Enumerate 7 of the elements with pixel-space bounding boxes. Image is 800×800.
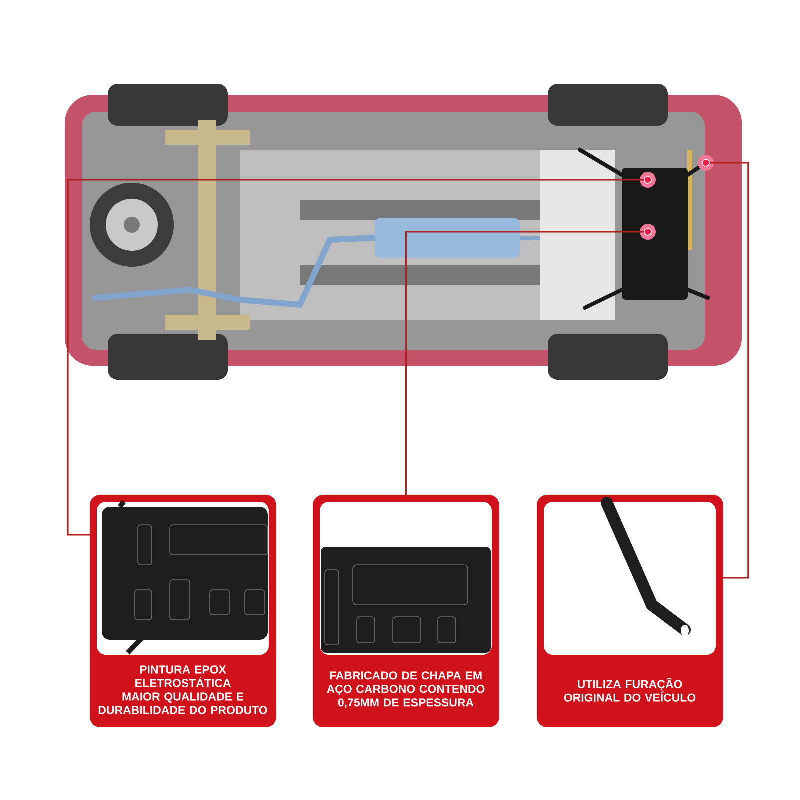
leader-line	[405, 231, 644, 495]
feature-card: UTILIZA FURAÇÃO ORIGINAL DO VEÍCULO	[537, 495, 724, 728]
highlight-dot	[640, 172, 656, 188]
highlight-dot	[698, 155, 714, 171]
leader-line	[67, 179, 644, 536]
leader-line	[710, 162, 750, 579]
highlight-dot	[640, 224, 656, 240]
